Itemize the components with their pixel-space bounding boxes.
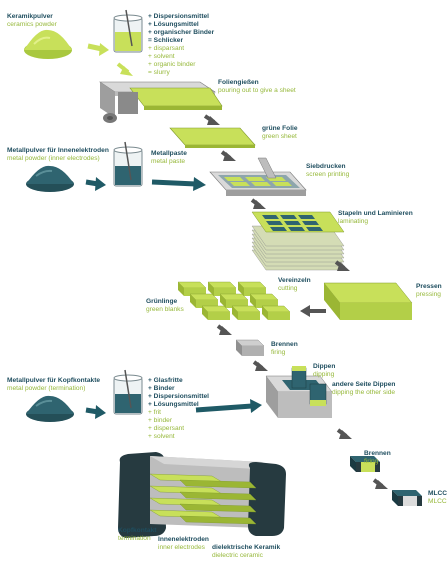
- ceramics-powder-label-en: ceramics powder: [7, 21, 58, 28]
- metal-paste-label-de: Metallpaste: [151, 150, 187, 157]
- screen-printing-machine: [209, 157, 307, 196]
- arrow-to-dipping: [255, 362, 268, 371]
- svg-text:+ Dispersionsmittel: + Dispersionsmittel: [148, 393, 209, 400]
- ceramics-powder-label-de: Keramikpulver: [7, 13, 53, 20]
- svg-text:+ dispersant: + dispersant: [148, 425, 184, 432]
- svg-text:= Schlicker: = Schlicker: [148, 37, 183, 44]
- arrow-metal-to-beaker: [85, 177, 106, 191]
- slurry-beaker: [113, 9, 143, 53]
- mlcc-chip: [392, 490, 422, 506]
- arrow-to-firing-2: [339, 430, 352, 439]
- fired-chip-2: [350, 456, 380, 472]
- svg-text:+ disparsant: + disparsant: [148, 45, 184, 52]
- arrow-to-cutting: [300, 305, 310, 317]
- metal-powder-inner-label-de: Metallpulver für Innenelektroden: [7, 147, 109, 154]
- svg-text:= slurry: = slurry: [148, 69, 171, 76]
- arrow-paste-to-printing: [151, 177, 206, 191]
- green-blanks-label-de: Grünlinge: [146, 298, 177, 305]
- inner-electrodes-label-en: inner electrodes: [158, 544, 206, 551]
- slurry-ingredients: + Dispersionsmittel + Lösungsmittel + or…: [148, 13, 215, 76]
- arrow-to-screen-printing: [223, 152, 236, 161]
- firing-1-label-de: Brennen: [271, 341, 298, 348]
- svg-text:+ organic binder: + organic binder: [148, 61, 196, 68]
- pressing-label-en: pressing: [416, 291, 441, 298]
- screen-printing-label-en: screen printing: [306, 171, 350, 178]
- svg-text:+ solvent: + solvent: [148, 433, 175, 440]
- other-side-label-en: dipping the other side: [332, 389, 395, 396]
- termination-paste-beaker: [113, 369, 143, 415]
- mlcc-cutaway: [118, 452, 286, 538]
- firing-2-label-de: Brennen: [364, 450, 391, 457]
- metal-paste-label-en: metal paste: [151, 158, 185, 165]
- firing-1-label-en: firing: [271, 349, 286, 356]
- ceramics-powder-pile: [24, 29, 72, 59]
- screen-printing-label-de: Siebdrucken: [306, 163, 346, 170]
- metal-powder-pile: [26, 165, 74, 192]
- termination-label-de: Kopfkontakt: [118, 527, 157, 534]
- firing-2-label-en: firing: [364, 458, 379, 465]
- dipping-label-de: Dippen: [313, 363, 335, 370]
- casting-machine: [99, 81, 223, 123]
- metal-paste-beaker: [113, 141, 143, 187]
- green-blanks: [177, 281, 291, 320]
- dielectric-label-de: dielektrische Keramik: [212, 544, 281, 551]
- arrow-to-mlcc: [375, 480, 388, 489]
- fired-chip-1: [235, 339, 265, 356]
- cutting-label-de: Vereinzeln: [278, 277, 311, 284]
- stacking-label-de: Stapeln und Laminieren: [338, 210, 413, 217]
- inner-electrodes-label-de: Innenelektroden: [158, 536, 209, 543]
- svg-text:+ Lösungsmittel: + Lösungsmittel: [148, 21, 199, 28]
- metal-powder-term-label-en: metal powder (termination): [7, 385, 85, 392]
- arrow-term-powder-to-beaker: [85, 405, 106, 419]
- termination-label-en: termination: [118, 535, 151, 542]
- metal-powder-inner-label-en: metal powder (inner electrodes): [7, 155, 100, 162]
- pressed-block: [323, 282, 413, 320]
- other-side-label-de: andere Seite Dippen: [332, 381, 395, 388]
- dipping-label-en: dipping: [313, 371, 335, 378]
- arrow-term-paste-to-dipping: [195, 399, 262, 413]
- termination-ingredients: + Glasfritte + Binder + Dispersionsmitte…: [148, 377, 209, 440]
- metal-powder-term-label-de: Metallpulver für Kopfkontakte: [7, 377, 100, 384]
- svg-text:+ Glasfritte: + Glasfritte: [148, 377, 183, 384]
- casting-label-de: Foliengießen: [218, 79, 259, 86]
- stacking-label-en: laminating: [338, 218, 368, 225]
- svg-text:+ solvent: + solvent: [148, 53, 175, 60]
- svg-text:+ Lösungsmittel: + Lösungsmittel: [148, 401, 199, 408]
- svg-text:+ organischer Binder: + organischer Binder: [148, 29, 215, 36]
- casting-label-en: pouring out to give a sheet: [218, 87, 296, 94]
- arrow-powder-to-beaker: [87, 43, 109, 56]
- mlcc-label-de: MLCC: [428, 490, 447, 497]
- arrow-to-firing-1: [219, 326, 232, 335]
- svg-text:+ Dispersionsmittel: + Dispersionsmittel: [148, 13, 209, 20]
- dipping-machine: [265, 366, 333, 418]
- arrow-to-stacking: [253, 200, 266, 209]
- arrow-to-green-sheet: [207, 116, 220, 125]
- green-blanks-label-en: green blanks: [146, 306, 184, 313]
- svg-text:+ binder: + binder: [148, 417, 173, 424]
- stacked-sheets: [251, 211, 345, 271]
- mlcc-label-en: MLCC: [428, 498, 447, 505]
- termination-powder-pile: [26, 395, 74, 422]
- green-sheet-label-de: grüne Folie: [262, 125, 298, 132]
- dielectric-label-en: dielectric ceramic: [212, 552, 264, 559]
- cutting-label-en: cutting: [278, 285, 298, 292]
- pressing-label-de: Pressen: [416, 283, 442, 290]
- svg-text:+ frit: + frit: [148, 409, 161, 416]
- svg-text:+ Binder: + Binder: [148, 385, 175, 392]
- arrow-to-pressing: [337, 262, 350, 271]
- green-sheet: [169, 127, 256, 148]
- green-sheet-label-en: green sheet: [262, 133, 297, 140]
